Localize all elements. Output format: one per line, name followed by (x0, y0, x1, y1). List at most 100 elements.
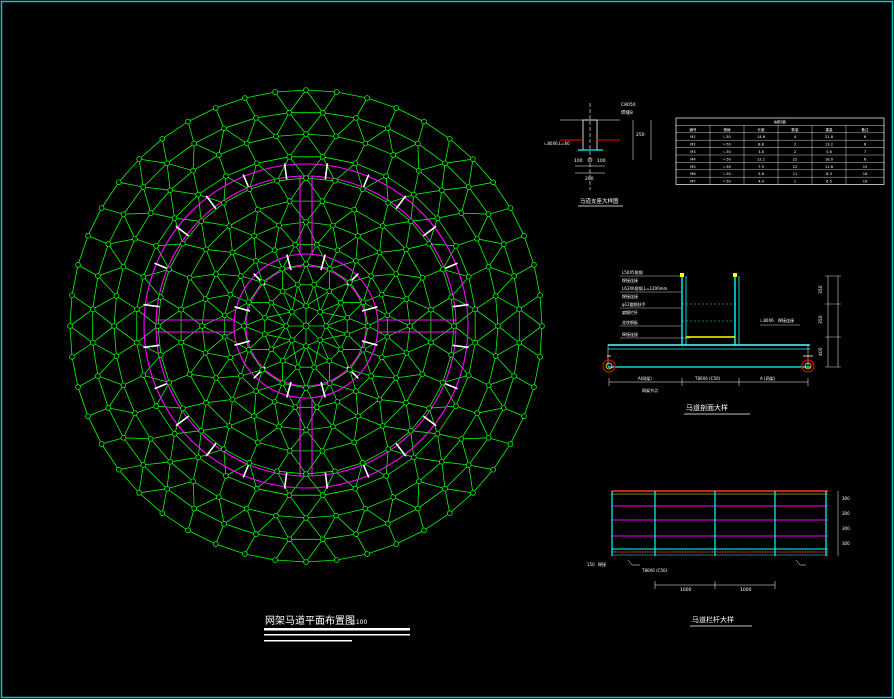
grid-node-center (302, 322, 310, 330)
grid-node (376, 249, 383, 256)
walkway-support-mark (283, 472, 288, 489)
grid-node (212, 105, 219, 111)
grid-node (180, 405, 186, 412)
table-cell: M2 (690, 143, 695, 147)
grid-node (166, 379, 173, 386)
railing-detail: 1000 1000 150 焊接 T80X6 (C50) 300 300 300… (587, 490, 850, 627)
walkway-support-mark (320, 381, 326, 398)
walkway-support-mark (286, 381, 292, 398)
grid-node (111, 323, 117, 329)
support-label-1: C8050 (621, 102, 636, 108)
table-cell: ∟50 (723, 165, 731, 169)
grid-node (69, 353, 75, 360)
grid-node (521, 232, 527, 239)
grid-node (274, 178, 280, 184)
grid-node (279, 358, 286, 364)
grid-node (352, 160, 359, 167)
grid-node (385, 125, 391, 132)
grid-node (537, 292, 543, 299)
railing-note-3: T80X6 (C50) (641, 568, 668, 573)
grid-node (167, 187, 174, 194)
grid-node (360, 299, 367, 306)
grid-node (89, 306, 96, 313)
grid-node (485, 434, 492, 441)
grid-node (516, 339, 523, 346)
grid-node (272, 557, 279, 563)
table-cell: 8.8 (758, 143, 764, 147)
grid-node (259, 279, 266, 286)
grid-node (180, 241, 186, 247)
grid-node (332, 178, 338, 184)
grid-node (353, 258, 359, 264)
grid-node (140, 372, 147, 379)
railing-rdim-1: 300 (842, 496, 850, 501)
grid-node (120, 263, 127, 270)
grid-node (317, 309, 323, 315)
section-bottom-3: A (网架) (760, 375, 776, 381)
grid-node (134, 306, 140, 313)
grid-node (253, 531, 259, 537)
grid-node (472, 339, 479, 346)
table-cell: ∟50 (723, 150, 731, 154)
grid-node (276, 423, 282, 430)
section-dim-3: 400 (818, 347, 824, 356)
grid-node (439, 379, 446, 386)
grid-node (254, 439, 261, 446)
grid-node (294, 281, 301, 288)
grid-node (364, 551, 370, 557)
walkway-support-mark (143, 303, 160, 308)
grid-node (326, 358, 333, 364)
grid-node (439, 266, 446, 273)
grid-node (330, 222, 336, 229)
grid-node (203, 246, 209, 253)
table-cell: 18 (863, 172, 868, 176)
grid-node (98, 205, 105, 211)
grid-node (378, 291, 385, 298)
grid-node (286, 536, 293, 543)
section-note-6: 扁钢栏杆 (622, 309, 638, 315)
railing-note-2: 焊接 (598, 561, 606, 567)
grid-node (216, 494, 222, 500)
walkway-support-mark (175, 415, 190, 427)
grid-node (140, 184, 147, 190)
table-cell: 6.5 (826, 180, 832, 184)
grid-node (272, 89, 279, 95)
grid-node (303, 515, 309, 521)
grid-node (136, 490, 142, 496)
grid-node (221, 520, 227, 527)
table-cell: M6 (690, 172, 696, 176)
table-cell: 5.6 (826, 150, 832, 154)
grid-node (132, 236, 138, 242)
grid-node (223, 473, 229, 479)
section-right-note-2: 焊接连接 (778, 317, 794, 323)
grid-node (185, 118, 191, 125)
railing-rdim-4: 300 (842, 541, 850, 546)
walkway-support-mark (422, 415, 437, 427)
grid-node (319, 198, 326, 204)
grid-node (286, 109, 293, 116)
grid-node (385, 520, 391, 527)
walkway-support-mark (324, 472, 329, 489)
grid-node (253, 160, 260, 167)
grid-node (98, 441, 105, 447)
grid-node (261, 331, 268, 338)
grid-node (303, 175, 309, 181)
grid-node (147, 436, 154, 442)
section-right-note-1: ∟80X6 (760, 318, 774, 323)
grid-node (403, 246, 409, 253)
section-note-4: 焊接连接 (622, 293, 638, 299)
grid-node (472, 306, 479, 313)
plan-title: 网架马道平面布置图 (265, 614, 355, 627)
grid-node (434, 430, 441, 437)
grid-node (120, 211, 127, 218)
grid-node (85, 232, 91, 239)
grid-node (344, 314, 351, 321)
grid-node (242, 95, 248, 101)
table-header-cell: 长度 (757, 127, 765, 132)
grid-node (426, 241, 432, 247)
grid-node (416, 478, 422, 485)
grid-node (453, 243, 459, 249)
grid-node (319, 448, 326, 454)
grid-node (319, 536, 326, 543)
table-cell: 6 (864, 157, 867, 161)
